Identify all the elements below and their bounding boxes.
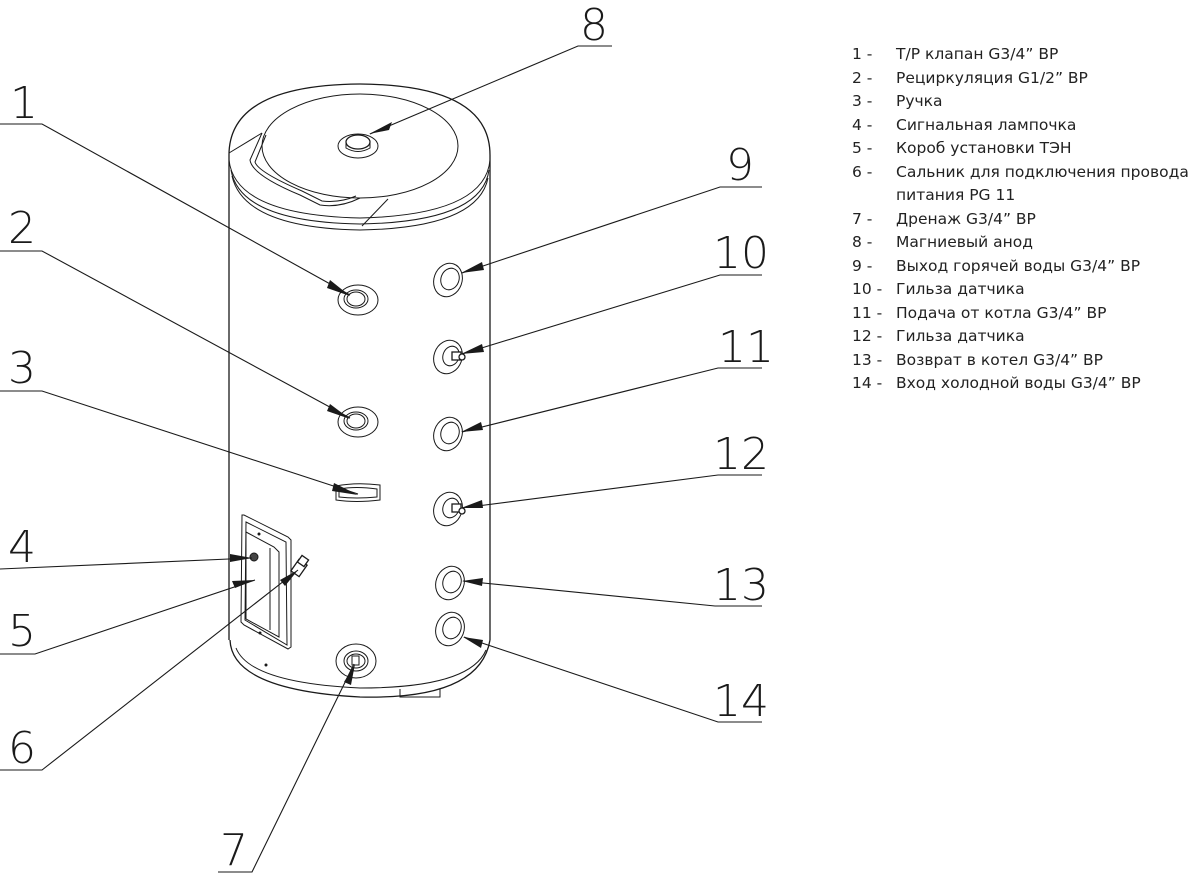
leader-2 [0,250,351,419]
arrow-11 [461,422,483,432]
legend-item: 11 -Подача от котла G3/4” ВР [852,303,1107,322]
fitting-13 [435,565,465,601]
fitting-1 [337,284,379,316]
arrow-1 [327,280,350,296]
fitting-11 [433,416,463,452]
heater-box [240,514,292,667]
fitting-12 [433,491,466,527]
handle [335,483,381,502]
leader-5 [0,579,256,655]
cable-gland [289,554,310,578]
legend-item: 14 -Вход холодной воды G3/4” ВР [852,374,1141,392]
callout-6: 6 [8,723,36,774]
legend-item: 6 -Сальник для подключения провода [852,162,1189,181]
parts-legend: 1 -Т/Р клапан G3/4” ВР 2 -Рециркуляция G… [852,43,1189,396]
legend-item: 3 -Ручка [852,92,943,110]
magnesium-anode [337,133,379,159]
legend-item: 4 -Сигнальная лампочка [852,115,1077,134]
arrow-4 [230,554,252,562]
arrow-5 [232,580,255,588]
legend-item: 12 -Гильза датчика [852,327,1025,345]
arrow-2 [327,404,350,419]
callout-numbers: 1 2 3 4 5 6 7 8 9 10 11 12 13 14 [8,0,774,876]
callout-4: 4 [8,522,36,573]
arrow-8 [369,122,392,134]
leader-12 [461,474,762,509]
arrow-10 [461,344,484,354]
arrow-12 [461,500,483,508]
legend-item-continuation: питания PG 11 [896,186,1016,204]
legend-item: 10 -Гильза датчика [852,280,1025,298]
callout-7: 7 [220,825,248,876]
fitting-10 [433,339,466,375]
legend-item: 13 -Возврат в котел G3/4” ВР [852,350,1103,369]
fitting-14 [435,611,465,647]
callout-9: 9 [726,140,754,191]
legend-item: 7 -Дренаж G3/4” ВР [852,209,1036,228]
arrow-6 [280,570,298,586]
callout-13: 13 [713,560,769,611]
leader-6 [0,569,299,771]
callout-8: 8 [580,0,608,51]
legend-item: 5 -Короб установки ТЭН [852,139,1072,157]
leader-3 [0,390,359,495]
leader-9 [461,186,762,274]
leader-4 [0,557,253,570]
leader-14 [463,636,762,723]
callout-5: 5 [8,606,36,657]
legend-item: 2 -Рециркуляция G1/2” ВР [852,68,1088,87]
arrow-9 [461,262,484,273]
side-fittings [433,262,466,647]
fitting-9 [433,262,463,298]
fitting-2 [337,406,379,438]
callout-10: 10 [713,228,769,279]
leader-8 [369,45,612,135]
leader-lines [0,45,762,873]
leader-11 [461,367,762,433]
leader-10 [461,274,762,355]
leader-1 [0,123,351,296]
callout-3: 3 [8,343,36,394]
arrow-14 [463,637,483,648]
callout-11: 11 [718,322,774,373]
legend-item: 1 -Т/Р клапан G3/4” ВР [852,45,1059,63]
leader-7 [218,663,355,873]
callout-14: 14 [713,676,769,727]
leader-13 [462,580,762,607]
callout-2: 2 [8,203,36,254]
arrow-7 [344,664,355,685]
arrow-13 [462,578,483,586]
tank-body [228,83,491,698]
drain-fitting [335,643,377,679]
arrow-3 [332,483,358,495]
callout-1: 1 [10,78,38,129]
legend-item: 8 -Магниевый анод [852,233,1033,251]
signal-lamp [249,552,259,562]
callout-12: 12 [713,429,769,480]
legend-item: 9 -Выход горячей воды G3/4” ВР [852,256,1141,275]
